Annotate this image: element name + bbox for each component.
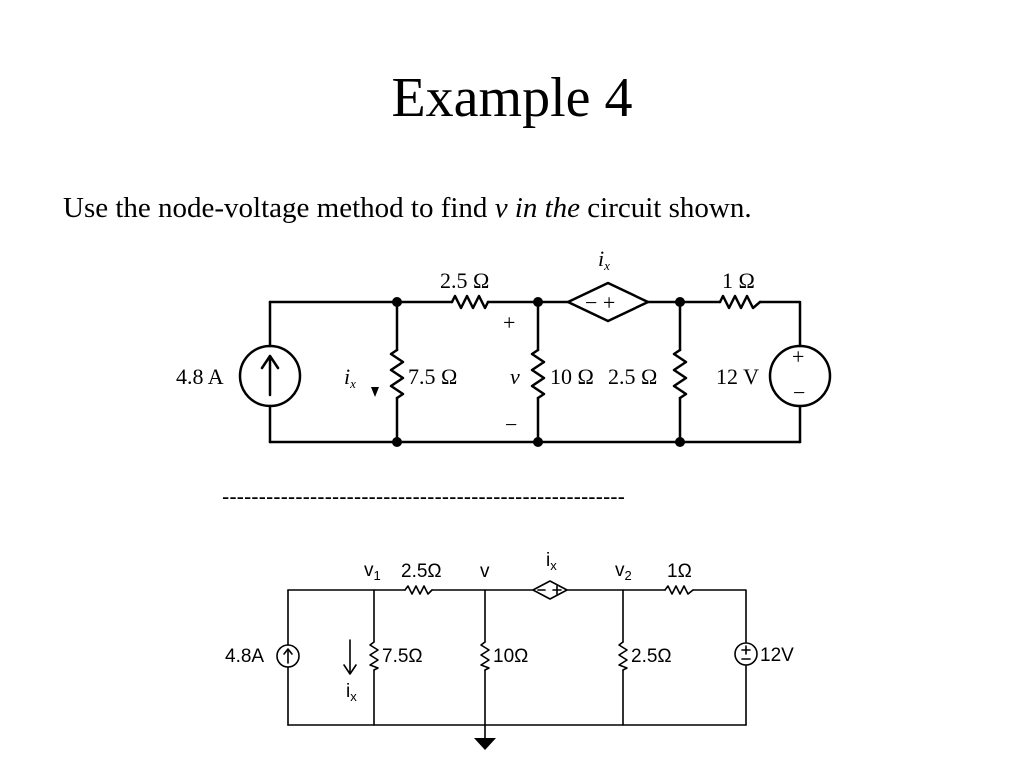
circuit-original: 2.5 Ω ix − + 1 Ω 4.8 A ix 7.5 Ω v + − 10… xyxy=(176,246,832,447)
label2-ix-down-main: i xyxy=(346,681,350,702)
label2-r-10: 10Ω xyxy=(493,646,528,667)
label-r-2-5: 2.5 Ω xyxy=(440,268,489,293)
resistor2-10-ohm xyxy=(480,641,490,671)
ground-icon xyxy=(474,738,496,750)
node-dot xyxy=(675,297,685,307)
label2-v2-main: v xyxy=(615,560,625,581)
label-v: v xyxy=(510,364,520,389)
wire-top-far-right xyxy=(758,300,802,348)
dependent-source-diamond xyxy=(566,281,650,323)
label2-r-1: 1Ω xyxy=(667,561,692,582)
label-ix-left: ix xyxy=(344,364,356,391)
label2-r-7-5: 7.5Ω xyxy=(382,646,423,667)
problem-text-end: circuit shown. xyxy=(580,192,752,224)
resistor-7-5-ohm xyxy=(389,348,405,400)
label2-r-2-5: 2.5Ω xyxy=(401,561,442,582)
ix-arrow-down-icon xyxy=(371,387,379,397)
label2-ix-top-main: i xyxy=(546,550,550,571)
label2-v1-sub: 1 xyxy=(374,568,381,583)
label-v-plus: + xyxy=(503,310,515,335)
label2-v2-sub: 2 xyxy=(625,568,632,583)
label-ix-left-sub: x xyxy=(349,376,356,391)
vsource2-plus xyxy=(741,645,751,655)
voltage-source xyxy=(768,344,832,408)
arrow-up-icon-2 xyxy=(283,648,293,664)
circuit-annotated: v1 2.5Ω v ix v2 1Ω 4.8A 7.5Ω 10Ω 2.5Ω 12… xyxy=(225,550,794,750)
node-dot xyxy=(675,437,685,447)
label-ix-top-main: i xyxy=(598,246,604,271)
ix-arrow-down-icon-2 xyxy=(343,639,357,675)
label-r-7-5: 7.5 Ω xyxy=(408,364,457,389)
resistor-2-5-ohm xyxy=(450,294,490,310)
label-vsource-minus: − xyxy=(793,380,805,405)
label2-v1: v1 xyxy=(364,560,381,583)
resistor2-2-5-ohm-vertical xyxy=(618,641,628,671)
dashed-separator: ----------------------------------------… xyxy=(222,484,625,509)
node-dot xyxy=(392,437,402,447)
dependent-source2-plus xyxy=(552,585,562,595)
label-dependent-source-sign: − + xyxy=(585,290,615,315)
arrow-up-icon xyxy=(260,354,280,397)
label2-ix-down-sub: x xyxy=(350,689,357,704)
label-r-1: 1 Ω xyxy=(722,268,755,293)
label-ix-left-main: i xyxy=(344,364,350,389)
wire2-top-far-right xyxy=(692,589,747,643)
label-r-2-5-vertical: 2.5 Ω xyxy=(608,364,657,389)
current-source2 xyxy=(276,644,300,668)
label-voltage-source: 12 V xyxy=(716,364,759,389)
node-dot xyxy=(533,437,543,447)
label2-ix-down: ix xyxy=(346,681,357,704)
label2-current-source: 4.8A xyxy=(225,646,264,667)
resistor2-2-5-ohm xyxy=(404,585,433,595)
label-ix-top-sub: x xyxy=(603,258,610,273)
voltage-source2 xyxy=(734,642,758,666)
resistor2-1-ohm xyxy=(664,585,694,595)
label-r-10: 10 Ω xyxy=(550,364,594,389)
node-dot xyxy=(392,297,402,307)
problem-text-start: Use the node-voltage method to find xyxy=(63,192,495,224)
label2-ix-top-sub: x xyxy=(550,558,557,573)
label2-v2: v2 xyxy=(615,560,632,583)
current-source xyxy=(238,344,302,408)
resistor-10-ohm xyxy=(530,348,546,400)
problem-statement: Use the node-voltage method to find v in… xyxy=(63,188,752,228)
resistor2-7-5-ohm xyxy=(369,641,379,671)
label2-r-2-5-vertical: 2.5Ω xyxy=(631,646,672,667)
dependent-source2-diamond xyxy=(532,580,568,600)
label2-v: v xyxy=(480,561,490,582)
label2-voltage-source: 12V xyxy=(760,645,794,666)
label2-v1-main: v xyxy=(364,560,374,581)
label-v-minus: − xyxy=(505,412,517,437)
slide-title: Example 4 xyxy=(391,67,633,129)
problem-text-italic: v in the xyxy=(494,192,581,224)
resistor-1-ohm xyxy=(718,294,762,310)
label-current-source: 4.8 A xyxy=(176,364,224,389)
resistor-2-5-ohm-vertical xyxy=(672,348,688,400)
node-dot xyxy=(533,297,543,307)
label-vsource-plus: + xyxy=(792,344,804,369)
label-ix-top: ix xyxy=(598,246,610,273)
label2-ix-top: ix xyxy=(546,550,557,573)
